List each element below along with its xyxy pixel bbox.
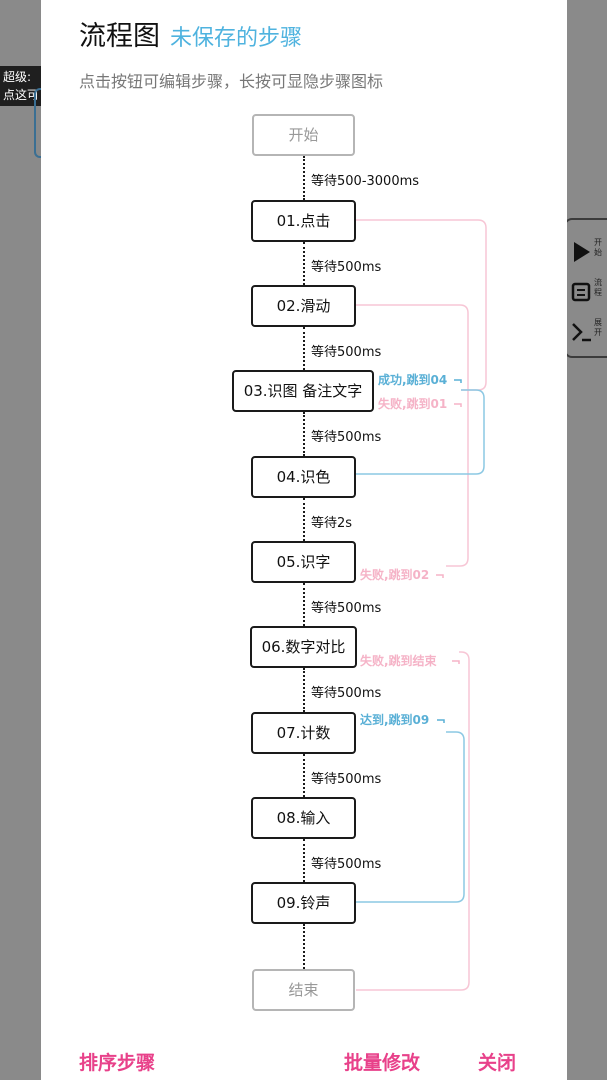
- side-flow-label: 流程: [594, 278, 602, 297]
- background-badge: 超级: 点这可: [0, 66, 44, 106]
- background-badge-line: 点这可: [3, 88, 40, 102]
- wait-label: 等待500ms: [311, 686, 382, 701]
- wait-label: 等待500ms: [311, 345, 382, 360]
- sort-steps-button[interactable]: 排序步骤: [79, 1052, 156, 1074]
- background-input-edge: [34, 88, 46, 158]
- step-node[interactable]: 07.计数: [251, 712, 356, 754]
- floating-side-panel[interactable]: 开始 流程 展开: [564, 218, 607, 358]
- background-app: [0, 0, 41, 1080]
- side-start-label: 开始: [594, 238, 602, 257]
- close-button[interactable]: 关闭: [478, 1052, 517, 1074]
- connector: [303, 583, 305, 626]
- side-start-button[interactable]: 开始: [568, 234, 607, 272]
- branch-label-fail: 失败,跳到结束: [360, 654, 437, 668]
- branch-label-reach: 达到,跳到09: [360, 713, 430, 727]
- dialog-hint: 点击按钮可编辑步骤，长按可显隐步骤图标: [79, 72, 384, 91]
- expand-icon: [572, 323, 591, 342]
- dialog-title: 流程图: [79, 21, 160, 52]
- connector: [303, 498, 305, 541]
- branch-label-fail: 失败,跳到01: [378, 397, 448, 411]
- branch-line-success-04: [356, 389, 485, 475]
- branch-line-fail-end: [356, 651, 470, 991]
- connector: [303, 412, 305, 456]
- play-icon: [574, 242, 590, 262]
- background-badge-line: 超级:: [3, 70, 32, 84]
- step-node[interactable]: 08.输入: [251, 797, 356, 839]
- background-app-right: [567, 0, 607, 1080]
- step-node[interactable]: 02.滑动: [251, 285, 356, 327]
- connector: [303, 668, 305, 712]
- wait-label: 等待500ms: [311, 857, 382, 872]
- branch-arrow: [436, 574, 444, 578]
- side-expand-button[interactable]: 展开: [568, 314, 607, 352]
- step-node[interactable]: 01.点击: [251, 200, 356, 242]
- flow-icon: [571, 282, 591, 302]
- wait-label: 等待500ms: [311, 260, 382, 275]
- dialog-header: 流程图未保存的步骤: [79, 14, 302, 54]
- branch-connectors: [356, 219, 487, 991]
- branch-line-fail-01: [356, 219, 487, 391]
- step-node[interactable]: 04.识色: [251, 456, 356, 498]
- step-node[interactable]: 06.数字对比: [250, 626, 357, 668]
- connector: [303, 242, 305, 285]
- batch-edit-button[interactable]: 批量修改: [344, 1052, 421, 1074]
- step-node[interactable]: 03.识图 备注文字: [232, 370, 374, 412]
- start-node[interactable]: 开始: [252, 114, 355, 156]
- side-expand-label: 展开: [594, 318, 602, 337]
- side-flow-button[interactable]: 流程: [568, 274, 607, 312]
- connector: [303, 924, 305, 969]
- wait-label: 等待500ms: [311, 430, 382, 445]
- branch-arrow: [452, 660, 460, 664]
- branch-line-fail-02: [356, 304, 469, 567]
- connector: [303, 754, 305, 797]
- connector: [303, 327, 305, 370]
- step-node[interactable]: 09.铃声: [251, 882, 356, 924]
- wait-label: 等待500-3000ms: [311, 174, 420, 189]
- branch-arrow: [454, 403, 462, 407]
- end-node[interactable]: 结束: [252, 969, 355, 1011]
- branch-label-success: 成功,跳到04: [378, 373, 448, 387]
- connector: [303, 839, 305, 882]
- step-node[interactable]: 05.识字: [251, 541, 356, 583]
- branch-arrow: [454, 379, 462, 383]
- wait-label: 等待500ms: [311, 772, 382, 787]
- flowchart-dialog: 流程图未保存的步骤 点击按钮可编辑步骤，长按可显隐步骤图标: [41, 0, 567, 1080]
- dialog-subtitle: 未保存的步骤: [170, 26, 303, 51]
- flowchart: 等待500-3000ms 等待500ms 等待500ms 等待500ms 等待2…: [41, 0, 567, 1040]
- branch-line-reach-09: [356, 731, 465, 903]
- branch-arrow: [437, 719, 445, 723]
- wait-label: 等待2s: [311, 516, 353, 531]
- wait-label: 等待500ms: [311, 601, 382, 616]
- connector: [303, 156, 305, 200]
- branch-label-fail: 失败,跳到02: [360, 568, 430, 582]
